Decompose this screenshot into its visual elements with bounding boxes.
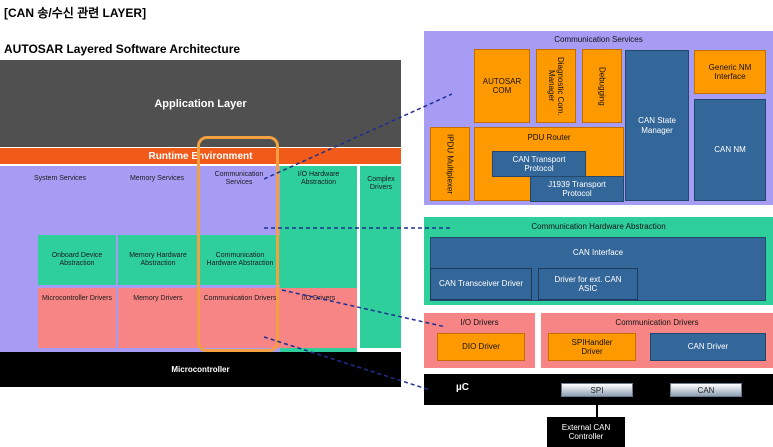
comm-drivers-title: Communication Drivers <box>615 317 699 327</box>
uc-label: µC <box>456 382 469 393</box>
can-transceiver-driver: CAN Transceiver Driver <box>430 268 532 300</box>
comm-hw-abstraction-title: Communication Hardware Abstraction <box>531 221 666 231</box>
onboard-device-abstraction: Onboard Device Abstraction <box>38 235 116 285</box>
spi-chip: SPI <box>561 383 633 397</box>
ipdu-multiplexer: IPDU Multiplexer <box>430 127 470 201</box>
communication-services: Communication Services <box>214 170 264 186</box>
can-state-manager: CAN State Manager <box>625 50 689 201</box>
can-interface-label: CAN Interface <box>572 248 624 258</box>
dio-driver: DIO Driver <box>437 333 525 361</box>
diagnostic-com-manager-label: Diagnostic Com. Manager <box>547 56 566 116</box>
application-layer: Application Layer <box>0 60 401 147</box>
debugging: Debugging <box>582 49 622 123</box>
system-services: System Services <box>33 174 87 182</box>
diagram-subtitle: AUTOSAR Layered Software Architecture <box>4 42 241 56</box>
microcontroller: Microcontroller <box>0 352 401 387</box>
communication-hardware-abstraction: Communication Hardware Abstraction <box>200 235 280 285</box>
can-chip: CAN <box>670 383 742 397</box>
microcontroller-connector <box>263 336 431 391</box>
runtime-environment: Runtime Environment <box>0 148 401 164</box>
external-can-controller: External CAN Controller <box>547 417 625 447</box>
diagnostic-com-manager: Diagnostic Com. Manager <box>536 49 576 123</box>
j1939-transport-protocol: J1939 Transport Protocol <box>530 176 624 202</box>
ipdu-multiplexer-label: IPDU Multiplexer <box>445 133 455 194</box>
complex-drivers-layer <box>360 166 401 348</box>
autosar-com: AUTOSAR COM <box>474 49 530 123</box>
services-connector <box>263 93 453 180</box>
can-driver: CAN Driver <box>650 333 766 361</box>
io-hardware-abstraction: I/O Hardware Abstraction <box>297 170 340 186</box>
can-layer-highlight <box>197 136 279 352</box>
io-drivers-title: I/O Drivers <box>460 317 499 327</box>
memory-hardware-abstraction: Memory Hardware Abstraction <box>118 235 198 285</box>
can-transport-protocol: CAN Transport Protocol <box>492 151 586 177</box>
generic-nm-interface: Generic NM Interface <box>694 50 766 94</box>
memory-services: Memory Services <box>129 174 185 182</box>
debugging-label: Debugging <box>597 66 607 106</box>
driver-ext-can-asic: Driver for ext. CAN ASIC <box>538 268 638 300</box>
microcontroller-drivers: Microcontroller Drivers <box>38 288 116 348</box>
pdu-router-label: PDU Router <box>527 133 571 143</box>
can-nm: CAN NM <box>694 99 766 201</box>
spi-link-line <box>596 397 598 417</box>
spihandler-driver: SPIHandler Driver <box>548 333 636 361</box>
comm-services-title: Communication Services <box>554 34 643 44</box>
page-title: [CAN 송/수신 관련 LAYER] <box>4 6 147 20</box>
drivers-connector <box>281 289 447 328</box>
complex-drivers: Complex Drivers <box>367 175 395 191</box>
memory-drivers: Memory Drivers <box>118 288 198 348</box>
